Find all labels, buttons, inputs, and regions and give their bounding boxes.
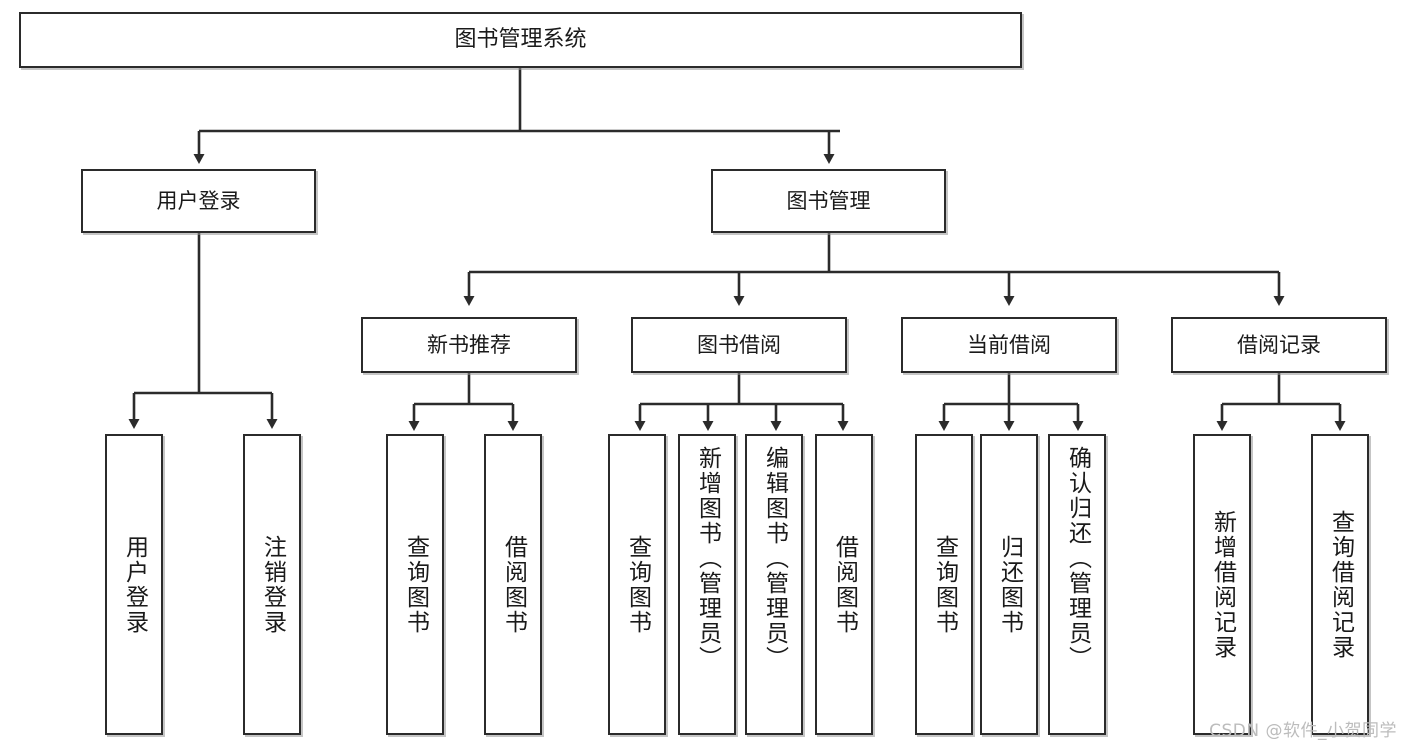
- node-book-borrow[interactable]: 图书借阅: [631, 317, 847, 373]
- node-label: 图书借阅: [697, 332, 781, 357]
- leaf-user-login[interactable]: 用户登录: [105, 434, 163, 735]
- node-label: 图书管理系统: [454, 27, 587, 53]
- node-current-borrow[interactable]: 当前借阅: [901, 317, 1117, 373]
- node-book-management[interactable]: 图书管理: [711, 169, 946, 233]
- leaf-recommend-query-book[interactable]: 查询图书: [386, 434, 444, 735]
- node-label: 确认归还（管理员）: [1064, 446, 1091, 671]
- node-label: 借阅图书: [500, 534, 527, 635]
- node-label: 图书管理: [786, 188, 871, 213]
- node-new-book-recommend[interactable]: 新书推荐: [361, 317, 577, 373]
- leaf-borrow-edit-book-admin[interactable]: 编辑图书（管理员）: [745, 434, 803, 735]
- node-label: 用户登录: [156, 188, 241, 213]
- node-label: 当前借阅: [967, 332, 1051, 357]
- csdn-watermark: CSDN @软件_小贺同学: [1209, 721, 1397, 741]
- node-label: 查询图书: [624, 534, 651, 635]
- node-user-login[interactable]: 用户登录: [81, 169, 316, 233]
- leaf-borrow-add-book-admin[interactable]: 新增图书（管理员）: [678, 434, 736, 735]
- leaf-borrow-query-book[interactable]: 查询图书: [608, 434, 666, 735]
- node-label: 借阅记录: [1237, 332, 1321, 357]
- leaf-current-return-book[interactable]: 归还图书: [980, 434, 1038, 735]
- leaf-user-logout[interactable]: 注销登录: [243, 434, 301, 735]
- node-label: 归还图书: [996, 534, 1023, 635]
- leaf-current-query-book[interactable]: 查询图书: [915, 434, 973, 735]
- node-label: 用户登录: [121, 534, 148, 635]
- node-label: 新增借阅记录: [1209, 509, 1236, 660]
- node-label: 借阅图书: [831, 534, 858, 635]
- leaf-borrow-borrow-book[interactable]: 借阅图书: [815, 434, 873, 735]
- node-label: 新书推荐: [427, 332, 511, 357]
- leaf-record-add-borrow-record[interactable]: 新增借阅记录: [1193, 434, 1251, 735]
- node-borrow-record[interactable]: 借阅记录: [1171, 317, 1387, 373]
- node-label: 新增图书（管理员）: [694, 446, 721, 671]
- leaf-recommend-borrow-book[interactable]: 借阅图书: [484, 434, 542, 735]
- leaf-record-query-borrow-record[interactable]: 查询借阅记录: [1311, 434, 1369, 735]
- node-root-system[interactable]: 图书管理系统: [19, 12, 1022, 68]
- node-label: 查询借阅记录: [1327, 509, 1354, 660]
- node-label: 注销登录: [259, 534, 286, 635]
- node-label: 查询图书: [402, 534, 429, 635]
- leaf-current-confirm-return-admin[interactable]: 确认归还（管理员）: [1048, 434, 1106, 735]
- node-label: 查询图书: [931, 534, 958, 635]
- node-label: 编辑图书（管理员）: [761, 446, 788, 671]
